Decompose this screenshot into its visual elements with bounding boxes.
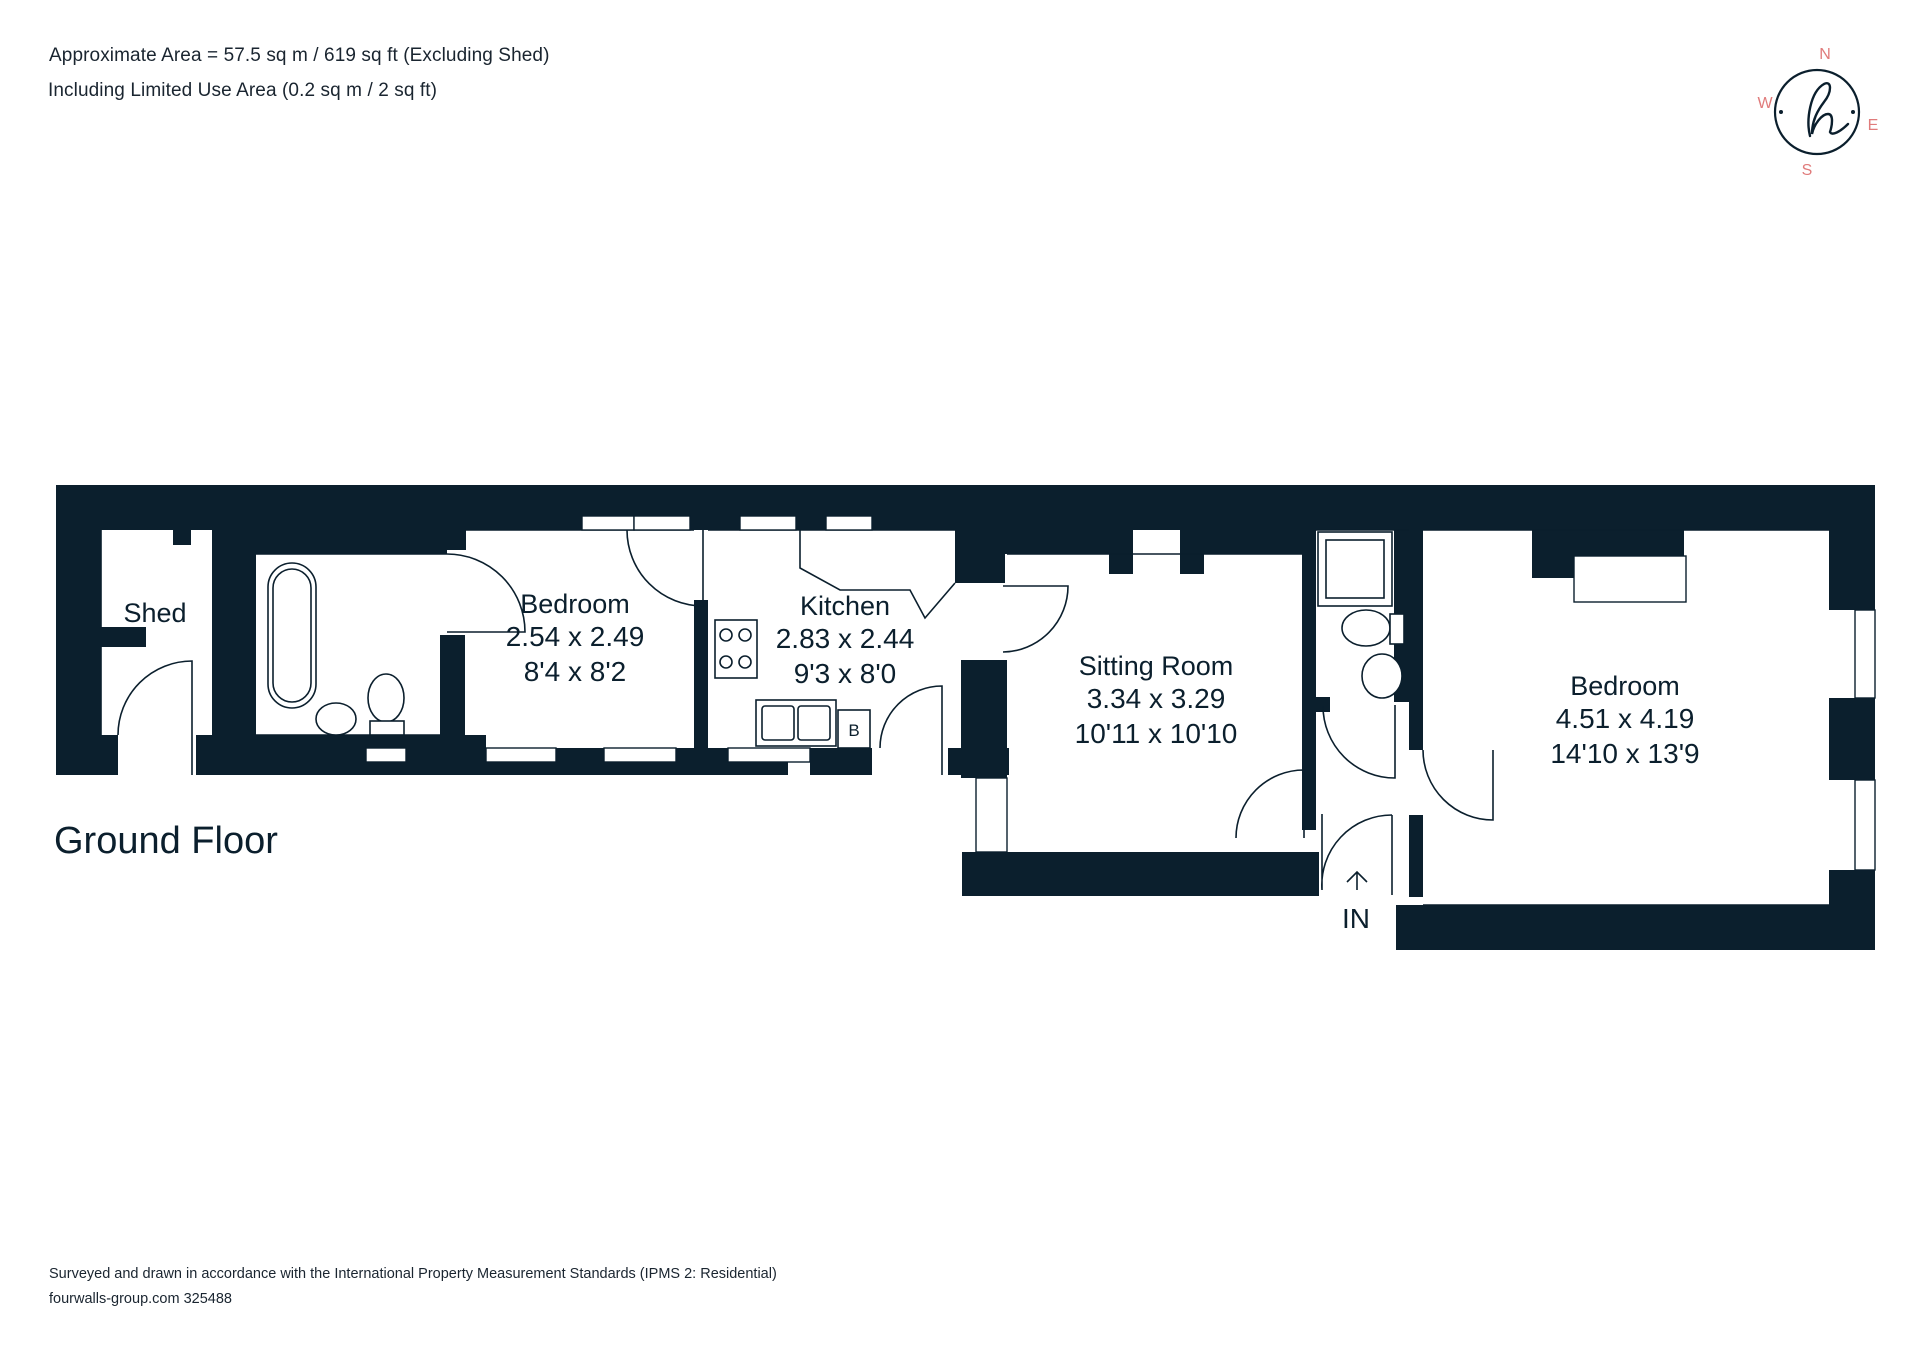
floor-title: Ground Floor [54,820,278,862]
bedroom-1-metric: 2.54 x 2.49 [506,621,645,652]
compass-west: W [1757,95,1773,112]
entrance-label: IN [1342,903,1370,934]
entrance-arrow-icon [1346,870,1368,890]
kitchen-imperial: 9'3 x 8'0 [794,658,897,689]
survey-statement: Surveyed and drawn in accordance with th… [49,1266,777,1282]
bedroom-1-name: Bedroom [520,589,630,619]
shed-name: Shed [123,598,186,628]
limited-use-area-text: Including Limited Use Area (0.2 sq m / 2… [48,80,438,101]
compass-rose: N W E S [1757,46,1879,179]
kitchen-metric: 2.83 x 2.44 [776,623,915,654]
boiler-label: B [848,721,859,740]
compass-south: S [1802,162,1813,179]
bedroom-2-metric: 4.51 x 4.19 [1556,703,1695,734]
sitting-room-metric: 3.34 x 3.29 [1087,683,1226,714]
compass-north: N [1819,46,1831,63]
reference-number: fourwalls-group.com 325488 [49,1291,232,1307]
bedroom-2-imperial: 14'10 x 13'9 [1550,738,1699,769]
kitchen-name: Kitchen [800,591,890,621]
script-h-logo-icon [1807,82,1850,138]
bedroom-2-name: Bedroom [1570,671,1680,701]
sitting-room-name: Sitting Room [1079,651,1234,681]
compass-east: E [1868,117,1879,134]
approximate-area-text: Approximate Area = 57.5 sq m / 619 sq ft… [49,45,550,66]
bedroom-1-imperial: 8'4 x 8'2 [524,656,627,687]
sitting-room-imperial: 10'11 x 10'10 [1075,718,1238,749]
